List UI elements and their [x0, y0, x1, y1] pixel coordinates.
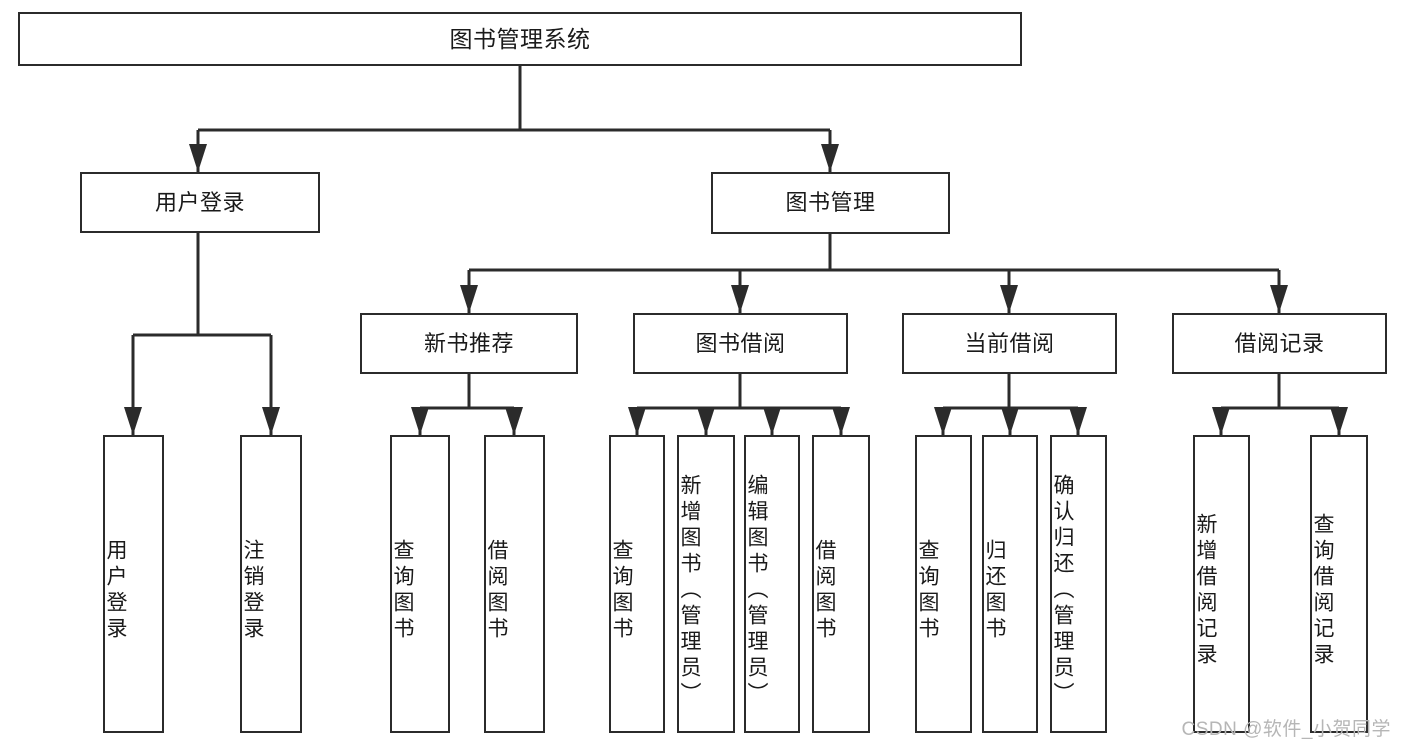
watermark-text: CSDN @软件_小贺同学	[1181, 719, 1391, 740]
node-book-borrow[interactable]: 图书借阅	[633, 313, 848, 374]
node-leaf-query-book-1[interactable]: 查询图书	[390, 435, 450, 733]
node-new-book-recommend[interactable]: 新书推荐	[360, 313, 578, 374]
node-leaf-borrow-book-1-label: 借阅图书	[485, 539, 508, 643]
node-leaf-query-book-1-label: 查询图书	[391, 539, 414, 643]
node-root-label: 图书管理系统	[449, 25, 591, 52]
node-leaf-confirm-return-label: 确认归还（管理员）	[1051, 474, 1074, 708]
node-leaf-query-record[interactable]: 查询借阅记录	[1310, 435, 1368, 733]
node-leaf-borrow-book-1[interactable]: 借阅图书	[484, 435, 545, 733]
node-leaf-query-record-label: 查询借阅记录	[1311, 513, 1334, 669]
node-leaf-query-book-3[interactable]: 查询图书	[915, 435, 972, 733]
node-book-manage[interactable]: 图书管理	[711, 172, 950, 234]
node-leaf-logout-label: 注销登录	[241, 539, 264, 643]
node-root[interactable]: 图书管理系统	[18, 12, 1022, 66]
node-leaf-add-book-label: 新增图书（管理员）	[678, 474, 701, 708]
node-leaf-user-login-label: 用户登录	[104, 539, 127, 643]
node-leaf-borrow-book-2[interactable]: 借阅图书	[812, 435, 870, 733]
node-leaf-borrow-book-2-label: 借阅图书	[813, 539, 836, 643]
node-leaf-query-book-3-label: 查询图书	[916, 539, 939, 643]
node-current-borrow[interactable]: 当前借阅	[902, 313, 1117, 374]
node-user-login[interactable]: 用户登录	[80, 172, 320, 233]
node-leaf-query-book-2[interactable]: 查询图书	[609, 435, 665, 733]
node-user-login-label: 用户登录	[154, 189, 245, 215]
node-book-manage-label: 图书管理	[785, 190, 876, 216]
node-leaf-add-record-label: 新增借阅记录	[1194, 513, 1217, 669]
node-leaf-return-book-label: 归还图书	[983, 539, 1006, 643]
node-leaf-user-login[interactable]: 用户登录	[103, 435, 164, 733]
node-leaf-edit-book-label: 编辑图书（管理员）	[745, 474, 768, 708]
node-leaf-logout[interactable]: 注销登录	[240, 435, 302, 733]
node-leaf-add-book[interactable]: 新增图书（管理员）	[677, 435, 735, 733]
node-new-book-recommend-label: 新书推荐	[423, 330, 514, 356]
node-leaf-add-record[interactable]: 新增借阅记录	[1193, 435, 1250, 733]
node-leaf-query-book-2-label: 查询图书	[610, 539, 633, 643]
node-leaf-return-book[interactable]: 归还图书	[982, 435, 1038, 733]
node-book-borrow-label: 图书借阅	[695, 330, 786, 356]
node-leaf-edit-book[interactable]: 编辑图书（管理员）	[744, 435, 800, 733]
node-borrow-record[interactable]: 借阅记录	[1172, 313, 1387, 374]
node-borrow-record-label: 借阅记录	[1234, 330, 1325, 356]
node-current-borrow-label: 当前借阅	[964, 330, 1055, 356]
node-leaf-confirm-return[interactable]: 确认归还（管理员）	[1050, 435, 1107, 733]
